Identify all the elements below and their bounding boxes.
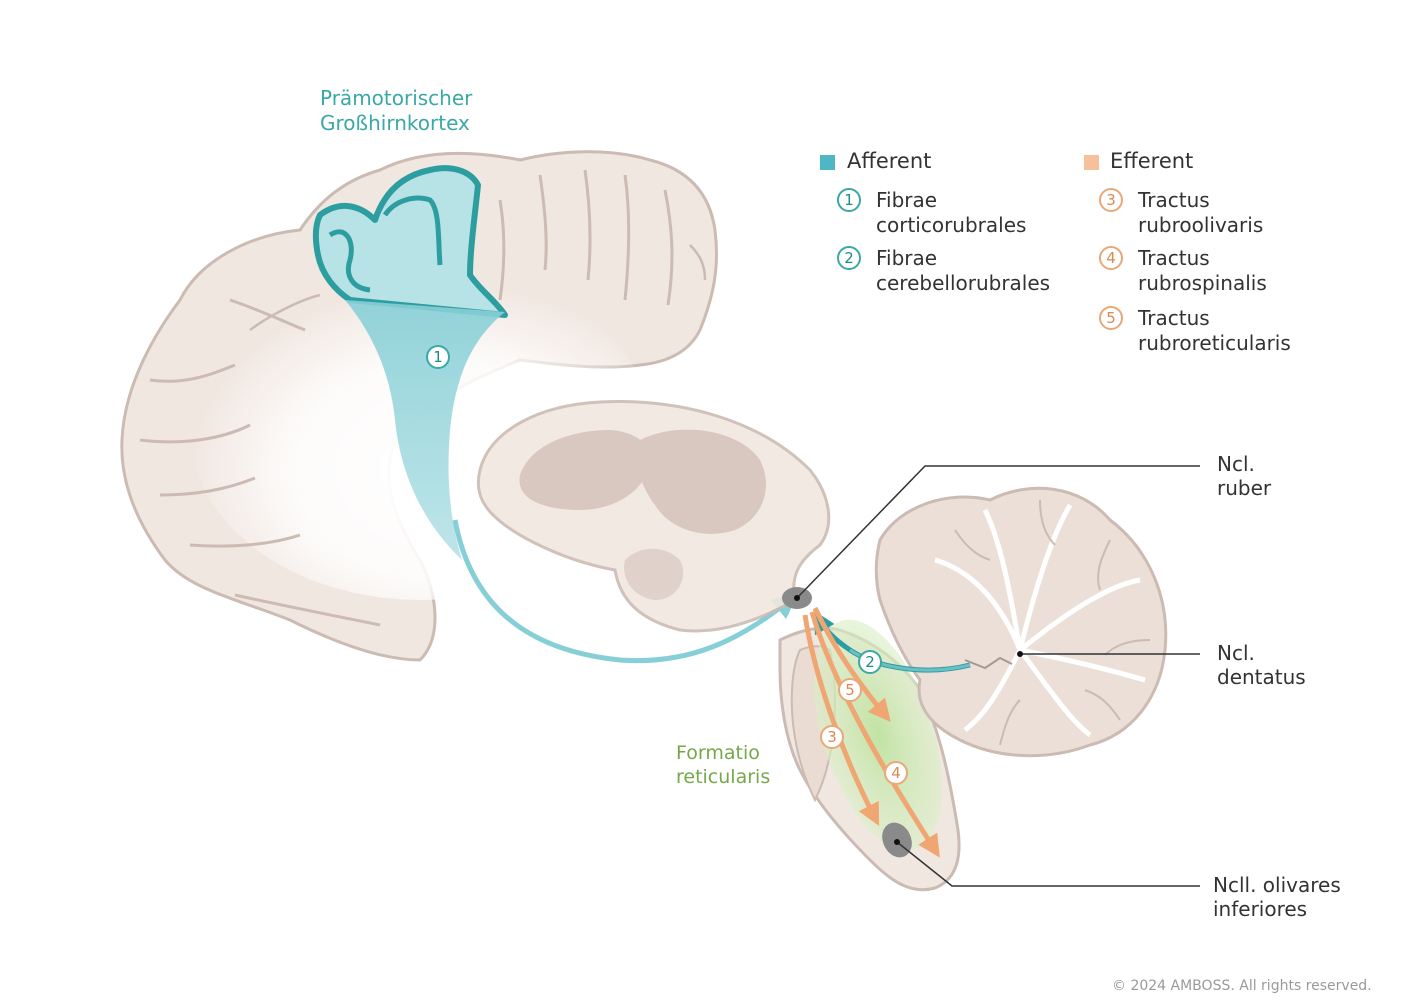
efferent-tracts: [802, 606, 940, 858]
efferent-swatch: [1084, 155, 1099, 170]
legend-item-1: Fibrae corticorubrales: [876, 188, 1027, 237]
leader-lines: [794, 465, 1200, 887]
cerebellum: [874, 486, 1168, 758]
ncl-ruber-label: Ncl. ruber: [1217, 452, 1272, 500]
legend-badge-3: 3: [1099, 188, 1123, 212]
badge-4: 4: [884, 761, 908, 785]
tractus-rubrospinalis: [809, 611, 940, 858]
cortex-label: Prämotorischer Großhirnkortex: [320, 86, 473, 135]
reticular-formation: [813, 619, 943, 851]
tractus-rubroolivaris: [802, 614, 880, 826]
legend-badge-1: 1: [837, 188, 861, 212]
badge-1: 1: [426, 345, 450, 369]
afferent-swatch: [820, 155, 835, 170]
tractus-rubroreticularis: [812, 606, 891, 722]
ncl-dentatus-label: Ncl. dentatus: [1217, 641, 1306, 689]
premotor-cortex: [312, 165, 508, 318]
legend-item-5: Tractus rubroreticularis: [1138, 306, 1291, 355]
badge-3: 3: [820, 725, 844, 749]
corticorubral-tract: [345, 300, 798, 664]
legend-badge-2: 2: [837, 246, 861, 270]
legend-badge-4: 4: [1099, 246, 1123, 270]
dentate-nucleus: [964, 656, 1013, 670]
badge-5: 5: [838, 678, 862, 702]
legend-badge-5: 5: [1099, 306, 1123, 330]
copyright: © 2024 AMBOSS. All rights reserved.: [1112, 978, 1372, 994]
ncl-olivares-label: Ncll. olivares inferiores: [1213, 873, 1341, 921]
legend-item-4: Tractus rubrospinalis: [1138, 246, 1267, 295]
legend-item-3: Tractus rubroolivaris: [1138, 188, 1264, 237]
afferent-title: Afferent: [847, 149, 932, 173]
legend-item-2: Fibrae cerebellorubrales: [876, 246, 1051, 295]
efferent-title: Efferent: [1110, 149, 1194, 173]
badge-2: 2: [858, 650, 882, 674]
diencephalon: [476, 400, 831, 633]
reticular-formation-label: Formatio reticularis: [676, 742, 771, 788]
